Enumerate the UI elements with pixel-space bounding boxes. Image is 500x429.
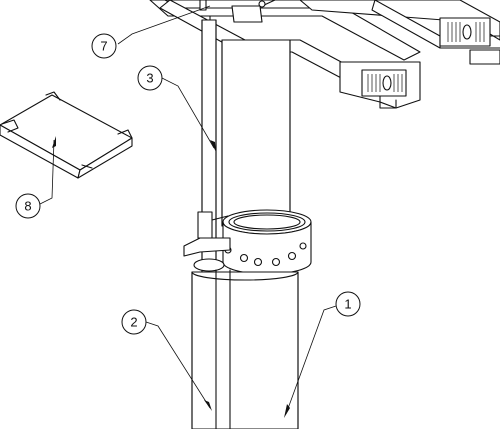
callout-8-label: 8 [24, 199, 31, 214]
callout-2-label: 2 [130, 315, 137, 330]
callout-7-label: 7 [100, 39, 107, 54]
outer-tube [191, 269, 299, 429]
callout-3: 3 [137, 65, 216, 152]
tray-bracket [0, 91, 133, 179]
callout-8: 8 [15, 136, 56, 219]
callout-1: 1 [284, 291, 361, 418]
callout-1-label: 1 [344, 297, 351, 312]
adjustment-collar [222, 209, 312, 275]
callout-2: 2 [121, 309, 212, 411]
callout-7: 7 [91, 5, 211, 59]
inner-tube [221, 39, 291, 227]
locking-handle [183, 211, 231, 272]
callout-3-label: 3 [146, 71, 153, 86]
